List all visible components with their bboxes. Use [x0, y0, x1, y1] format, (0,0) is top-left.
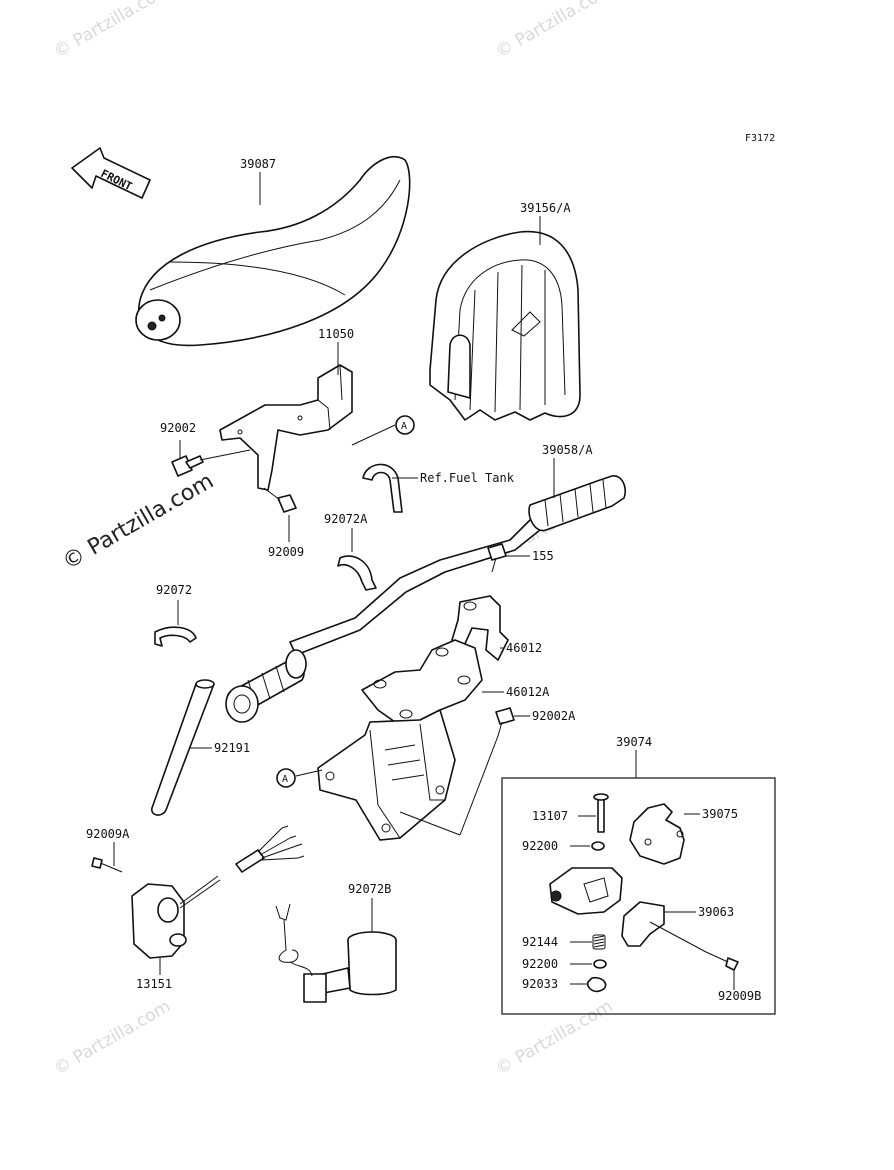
part-92009B-screw[interactable] — [705, 951, 739, 971]
part-39075-lever[interactable] — [629, 803, 685, 865]
watermark-main: © Partzilla.com — [59, 469, 219, 576]
label-39058A: 39058/A — [542, 443, 593, 457]
part-92002-bolt[interactable] — [171, 455, 204, 477]
ref-marker-a-top: A — [395, 415, 415, 435]
group-39074-box — [501, 777, 776, 1015]
label-13107: 13107 — [532, 809, 568, 823]
label-ref-fuel-tank: Ref.Fuel Tank — [420, 471, 515, 485]
part-lanyard-cord[interactable] — [275, 903, 313, 977]
watermark-top-left: © Partzilla.com — [51, 0, 175, 62]
part-92009A-screw[interactable] — [91, 857, 123, 873]
part-39063-cover[interactable] — [621, 901, 665, 947]
part-13107-pin[interactable] — [593, 793, 609, 833]
part-92009-screw[interactable] — [263, 487, 297, 513]
label-92200-bottom: 92200 — [522, 957, 558, 971]
part-fuel-tank-hose[interactable] — [362, 463, 403, 513]
svg-text:A: A — [401, 421, 407, 432]
part-39058A-handlebar[interactable] — [225, 475, 627, 723]
part-steering-post-base[interactable] — [317, 709, 456, 841]
label-92009: 92009 — [268, 545, 304, 559]
label-92072A: 92072A — [324, 512, 368, 526]
part-39156A-handle-boot[interactable] — [429, 230, 581, 421]
label-39156A: 39156/A — [520, 201, 571, 215]
label-92072B: 92072B — [348, 882, 391, 896]
part-46012A-lower-holder[interactable] — [361, 639, 483, 723]
part-39087-handlebar-cover[interactable] — [135, 156, 411, 347]
part-92072-clamp[interactable] — [154, 626, 197, 647]
leader-ref-a-top — [351, 424, 396, 446]
label-92009A: 92009A — [86, 827, 130, 841]
part-13151-switch[interactable] — [131, 825, 305, 959]
leader-92002A-to-base — [459, 735, 499, 836]
label-92200-top: 92200 — [522, 839, 558, 853]
label-92002: 92002 — [160, 421, 196, 435]
watermark-bottom-right: © Partzilla.com — [493, 996, 617, 1079]
label-92191: 92191 — [214, 741, 250, 755]
label-46012A: 46012A — [506, 685, 550, 699]
part-92072B-clamp[interactable] — [303, 931, 397, 1003]
label-92144: 92144 — [522, 935, 558, 949]
front-arrow-icon: FRONT — [71, 147, 151, 199]
ref-marker-a-bottom: A — [276, 768, 296, 788]
label-92009B: 92009B — [718, 989, 761, 1003]
watermark-top-right: © Partzilla.com — [493, 0, 617, 62]
part-92200-washer-top[interactable] — [591, 841, 605, 851]
leader-92002A-to-base-2 — [399, 811, 461, 836]
part-throttle-case[interactable] — [549, 867, 623, 915]
figure-code: F3172 — [745, 133, 775, 144]
part-46012-upper-holder[interactable] — [451, 595, 509, 661]
label-39063: 39063 — [698, 905, 734, 919]
label-39087: 39087 — [240, 157, 276, 171]
watermark-bottom-left: © Partzilla.com — [51, 996, 175, 1079]
label-11050: 11050 — [318, 327, 354, 341]
label-92072: 92072 — [156, 583, 192, 597]
label-92002A: 92002A — [532, 709, 576, 723]
label-39074: 39074 — [616, 735, 652, 749]
part-92072A-clamp[interactable] — [337, 555, 377, 591]
part-92033-ring[interactable] — [586, 976, 607, 993]
part-92191-tube[interactable] — [151, 679, 215, 816]
label-46012: 46012 — [506, 641, 542, 655]
label-39075: 39075 — [702, 807, 738, 821]
part-11050-bracket[interactable] — [219, 364, 353, 491]
part-92144-spring[interactable] — [592, 934, 606, 950]
leader-92002-to-bracket — [199, 449, 251, 461]
label-155: 155 — [532, 549, 554, 563]
leader-39063-to-screw — [649, 921, 707, 953]
svg-text:A: A — [282, 774, 288, 785]
part-92002A-bolt[interactable] — [495, 707, 515, 737]
label-13151: 13151 — [136, 977, 172, 991]
leader-ref-a-bottom — [295, 769, 323, 777]
part-92200-washer-bottom[interactable] — [593, 959, 607, 969]
label-92033: 92033 — [522, 977, 558, 991]
